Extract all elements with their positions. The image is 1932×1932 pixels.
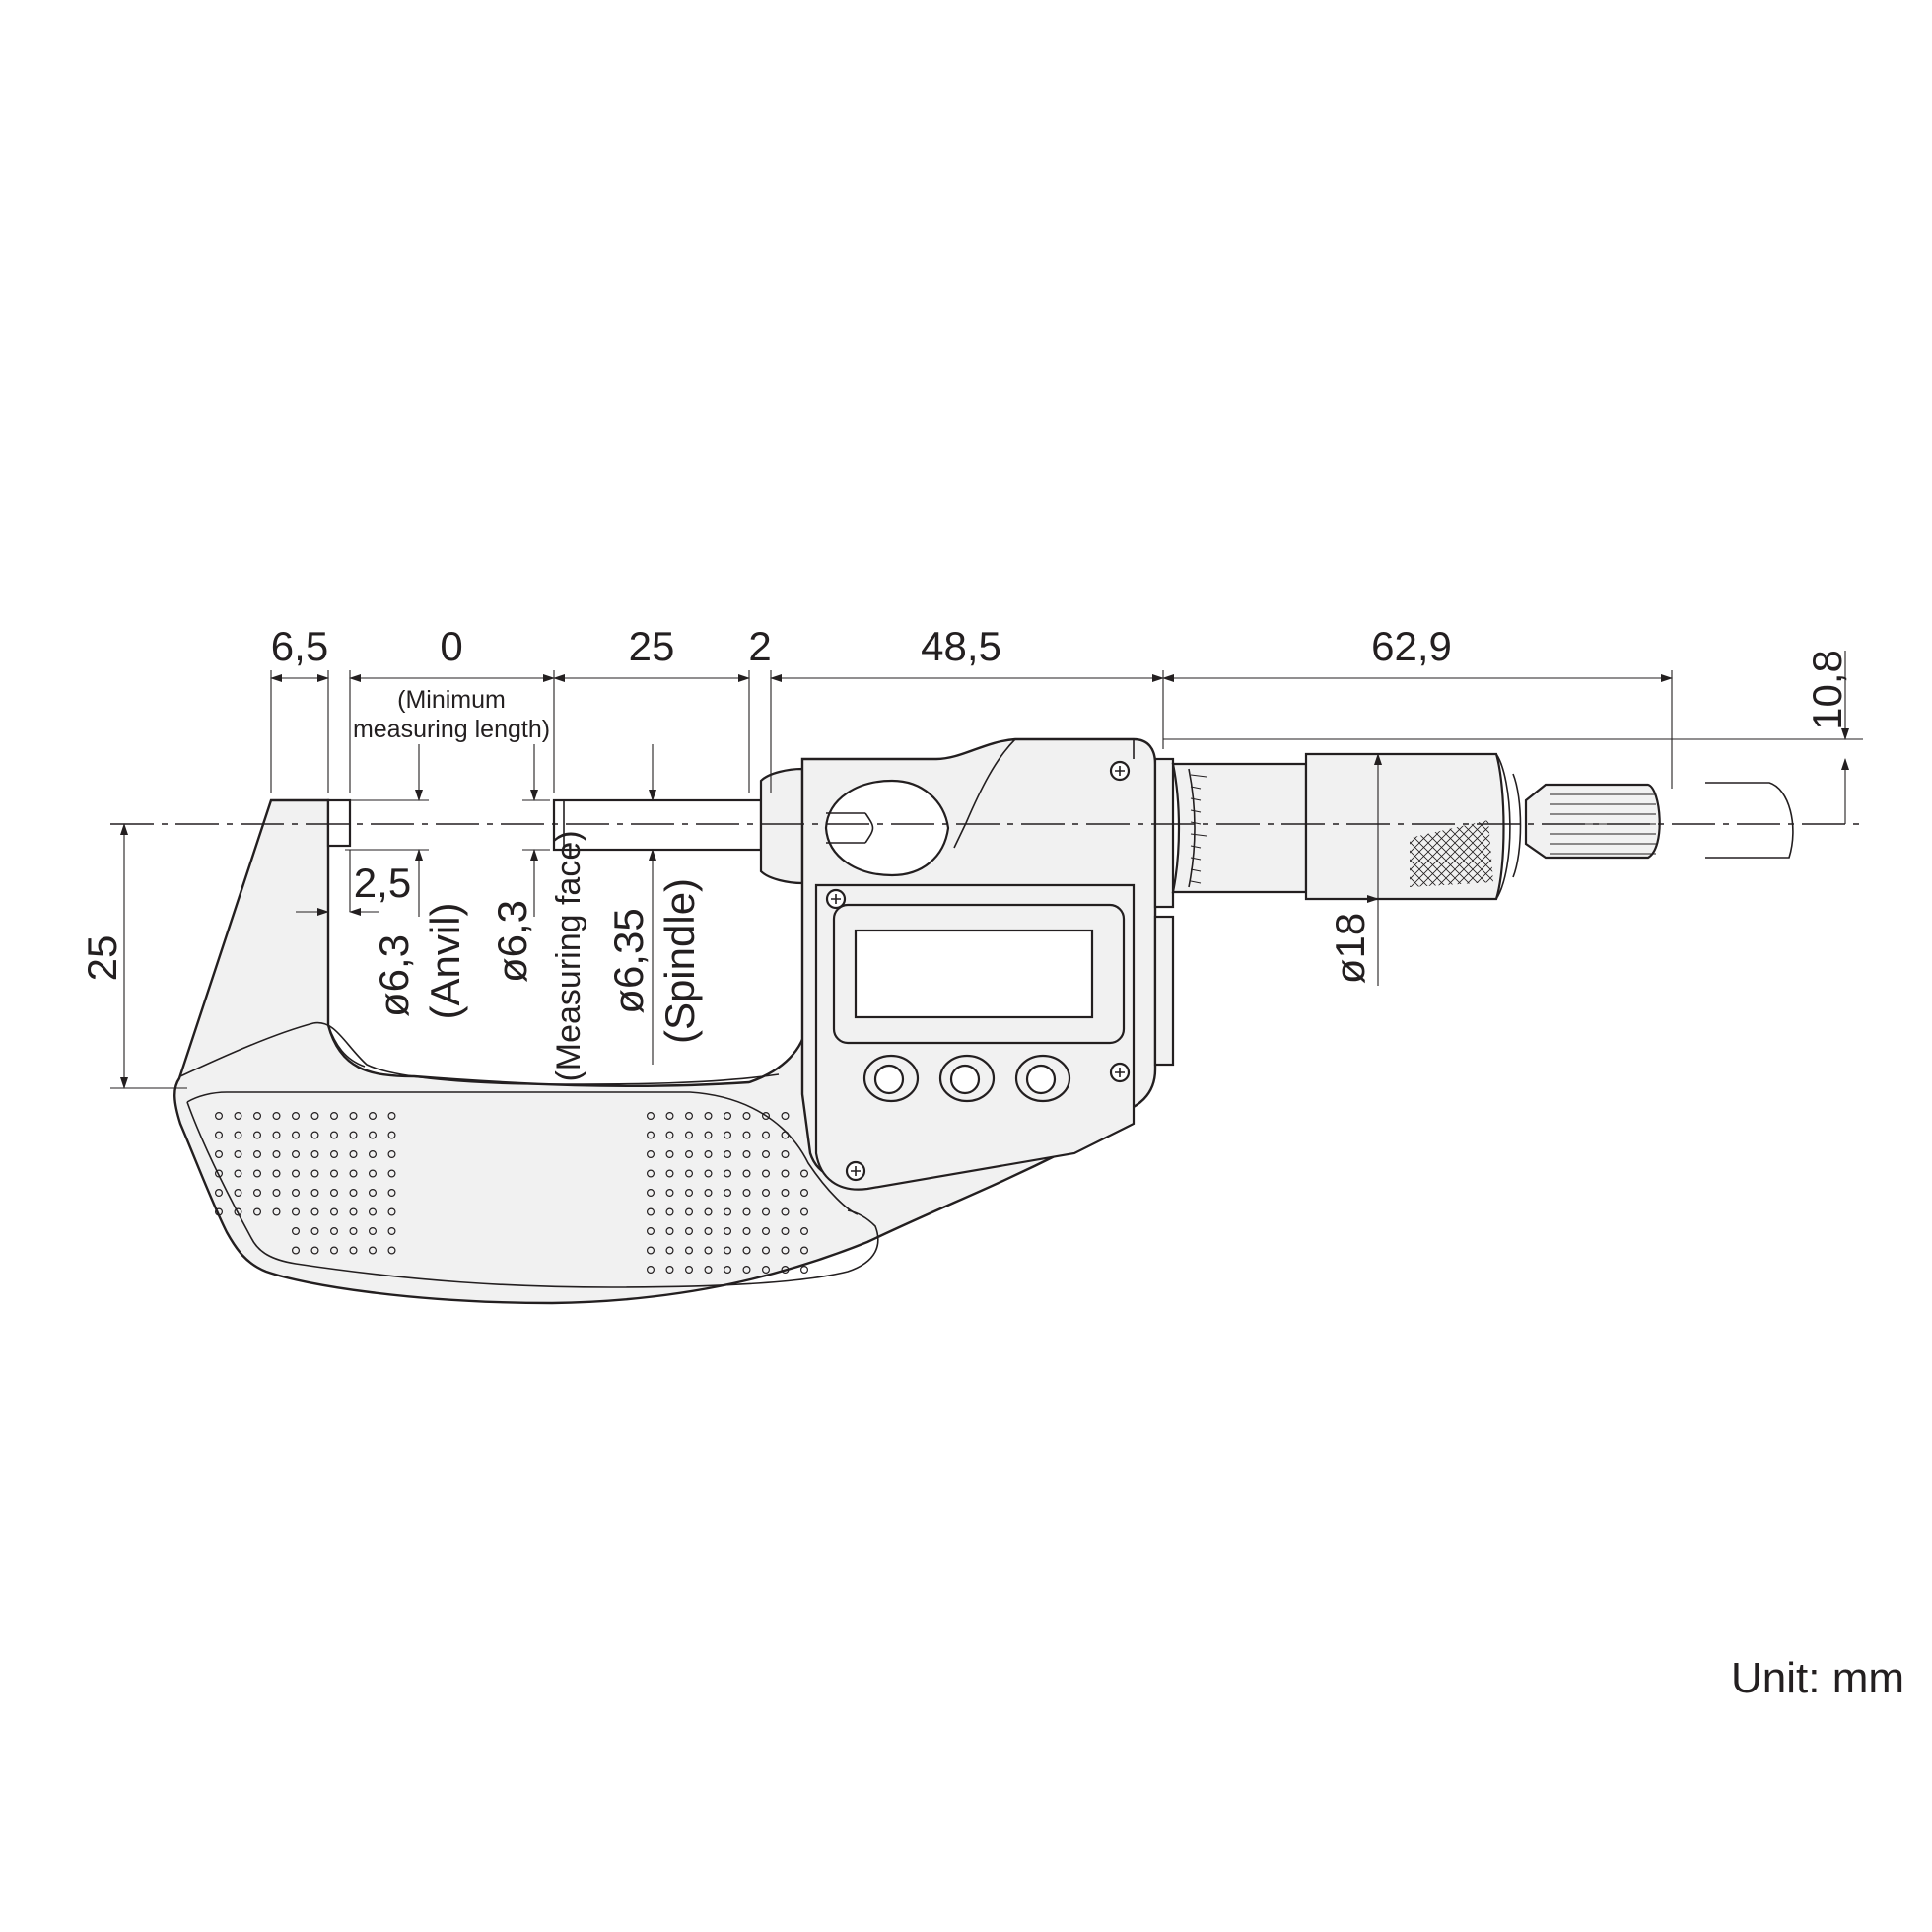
dim-thimble-dia: ø18 — [1327, 913, 1373, 984]
display-head — [800, 737, 1175, 1191]
dim-anvil-label: (Anvil) — [422, 902, 468, 1019]
dim-face-dia: ø6,3 — [489, 900, 535, 983]
button-left — [862, 1054, 920, 1103]
dim-min-length-note-2: measuring length) — [353, 716, 550, 743]
dim-gap: 2 — [748, 623, 771, 669]
dim-body-length: 48,5 — [921, 623, 1001, 669]
button-right — [1014, 1054, 1071, 1103]
dim-spindle-label: (Spindle) — [656, 878, 703, 1044]
dim-thimble-length: 62,9 — [1371, 623, 1452, 669]
dim-min-length: 0 — [440, 623, 462, 669]
dimension-lines — [110, 651, 1863, 1089]
dim-anvil-step: 2,5 — [354, 860, 411, 906]
unit-label: Unit: mm — [1731, 1654, 1904, 1702]
dim-anvil-length: 6,5 — [271, 623, 328, 669]
screw-icon — [825, 760, 1131, 1182]
dim-face-label: (Measuring face) — [550, 830, 587, 1081]
thimble — [1153, 752, 1661, 909]
anvil — [326, 798, 352, 848]
dim-range: 25 — [629, 623, 675, 669]
dim-min-length-note-1: (Minimum — [397, 686, 506, 714]
button-middle — [938, 1054, 996, 1103]
dim-spindle-offset: 10,8 — [1804, 650, 1850, 730]
dim-anvil-dia: ø6,3 — [371, 934, 417, 1017]
dim-throat-depth: 25 — [79, 935, 125, 982]
spindle-sleeve — [759, 767, 804, 885]
dim-spindle-dia: ø6,35 — [605, 908, 652, 1013]
spindle — [552, 798, 763, 852]
